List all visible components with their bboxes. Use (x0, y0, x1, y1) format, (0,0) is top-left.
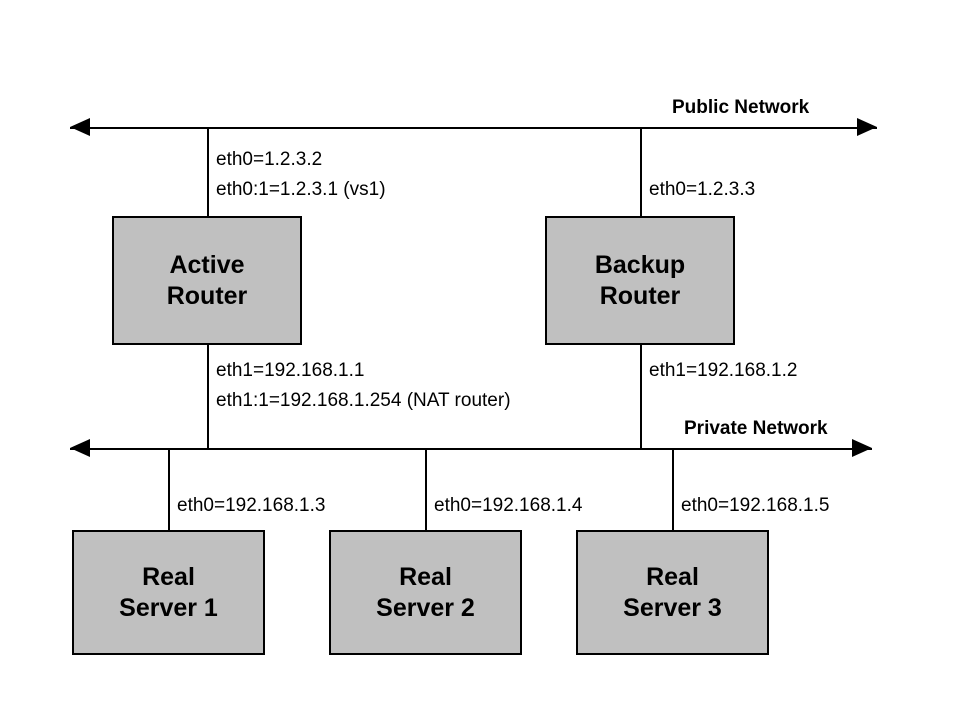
real-server-3-label-line2: Server 3 (623, 593, 722, 622)
active-router-public-link (207, 127, 209, 216)
active-router-node[interactable]: Active Router (112, 216, 302, 345)
public-network-bus (70, 127, 877, 129)
active-router-public-iface-2: eth0:1=1.2.3.1 (vs1) (216, 179, 386, 200)
real-server-2-iface: eth0=192.168.1.4 (434, 495, 583, 516)
real-server-2-node[interactable]: Real Server 2 (329, 530, 522, 655)
backup-router-node[interactable]: Backup Router (545, 216, 735, 345)
real-server-3-iface: eth0=192.168.1.5 (681, 495, 830, 516)
real-server-2-label-line1: Real (399, 562, 452, 591)
active-router-private-iface-1: eth1=192.168.1.1 (216, 360, 365, 381)
active-router-label-line2: Router (166, 281, 248, 310)
real-server-3-node[interactable]: Real Server 3 (576, 530, 769, 655)
public-network-right-arrow-icon (857, 118, 877, 136)
public-network-left-arrow-icon (70, 118, 90, 136)
private-network-right-arrow-icon (852, 439, 872, 457)
real-server-1-iface: eth0=192.168.1.3 (177, 495, 326, 516)
real-server-1-link (168, 448, 170, 530)
backup-router-public-link (640, 127, 642, 216)
real-server-1-label-line2: Server 1 (119, 593, 218, 622)
real-server-2-label-line2: Server 2 (376, 593, 475, 622)
backup-router-public-iface-1: eth0=1.2.3.3 (649, 179, 756, 200)
backup-router-private-iface-1: eth1=192.168.1.2 (649, 360, 798, 381)
backup-router-label-line1: Backup (594, 250, 686, 279)
active-router-label-line1: Active (169, 250, 245, 279)
private-network-left-arrow-icon (70, 439, 90, 457)
real-server-2-link (425, 448, 427, 530)
real-server-1-label-line1: Real (142, 562, 195, 591)
active-router-private-iface-2: eth1:1=192.168.1.254 (NAT router) (216, 390, 511, 411)
active-router-public-iface-1: eth0=1.2.3.2 (216, 149, 323, 170)
active-router-private-link (207, 345, 209, 448)
private-network-label: Private Network (684, 418, 828, 439)
private-network-bus (70, 448, 872, 450)
backup-router-label-line2: Router (599, 281, 681, 310)
backup-router-private-link (640, 345, 642, 448)
public-network-label: Public Network (672, 97, 810, 118)
real-server-1-node[interactable]: Real Server 1 (72, 530, 265, 655)
real-server-3-label-line1: Real (646, 562, 699, 591)
real-server-3-link (672, 448, 674, 530)
